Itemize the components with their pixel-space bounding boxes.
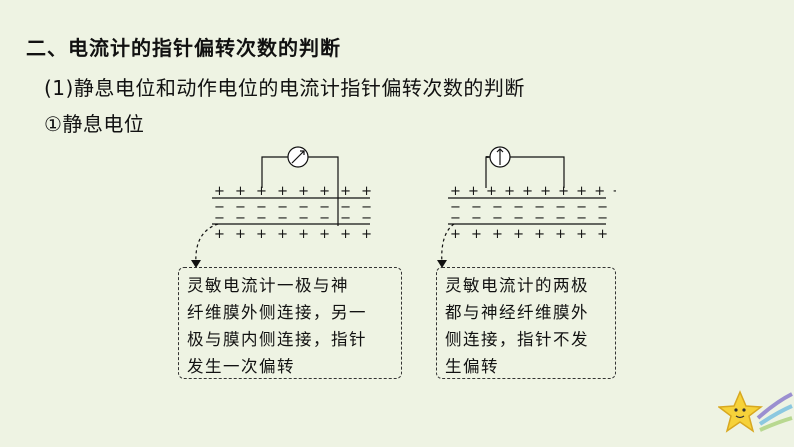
left-box-line-3: 极与膜内侧连接，指针 xyxy=(187,330,367,349)
left-box-line-1: 灵敏电流计一极与神 xyxy=(187,276,349,295)
left-box-line-4: 发生一次偏转 xyxy=(187,357,295,376)
star-mascot-icon xyxy=(718,390,793,433)
plus-row-bottom: + + + + + + + + + + xyxy=(450,227,616,242)
right-explanation-box: 灵敏电流计的两极 都与神经纤维膜外 侧连接，指针不发 生偏转 xyxy=(436,267,616,379)
right-box-line-2: 都与神经纤维膜外 xyxy=(445,303,589,322)
minus-row-2: − − − − − − − − − − xyxy=(450,211,616,226)
subtitle: (1)静息电位和动作电位的电流计指针偏转次数的判断 xyxy=(44,76,525,100)
right-membrane-diagram: + + + + + + + + + + + − − − − − − − − − … xyxy=(448,146,616,242)
left-dashed-arrow xyxy=(191,223,219,268)
left-box-line-2: 纤维膜外侧连接，另一 xyxy=(187,303,367,322)
plus-row-top: + + + + + + + + + + xyxy=(214,184,380,199)
left-explanation-box: 灵敏电流计一极与神 纤维膜外侧连接，另一 极与膜内侧连接，指针 发生一次偏转 xyxy=(178,267,402,379)
plus-row-top: + + + + + + + + + + + xyxy=(450,184,616,199)
right-dashed-arrow xyxy=(437,223,455,268)
right-box-line-1: 灵敏电流计的两极 xyxy=(445,276,589,295)
section-title: 二、电流计的指针偏转次数的判断 xyxy=(26,36,341,60)
left-membrane-diagram: + + + + + + + + + + − − − − − − − − − − … xyxy=(212,146,380,242)
minus-row-1: − − − − − − − − − − xyxy=(214,200,380,215)
plus-row-bottom: + + + + + + + + + + xyxy=(214,227,380,242)
minus-row-1: − − − − − − − − − − xyxy=(450,200,616,215)
minus-row-2: − − − − − − − − − − xyxy=(214,211,380,226)
subsubtitle: ①静息电位 xyxy=(44,112,145,136)
right-box-line-4: 生偏转 xyxy=(445,357,499,376)
right-box-line-3: 侧连接，指针不发 xyxy=(445,330,589,349)
